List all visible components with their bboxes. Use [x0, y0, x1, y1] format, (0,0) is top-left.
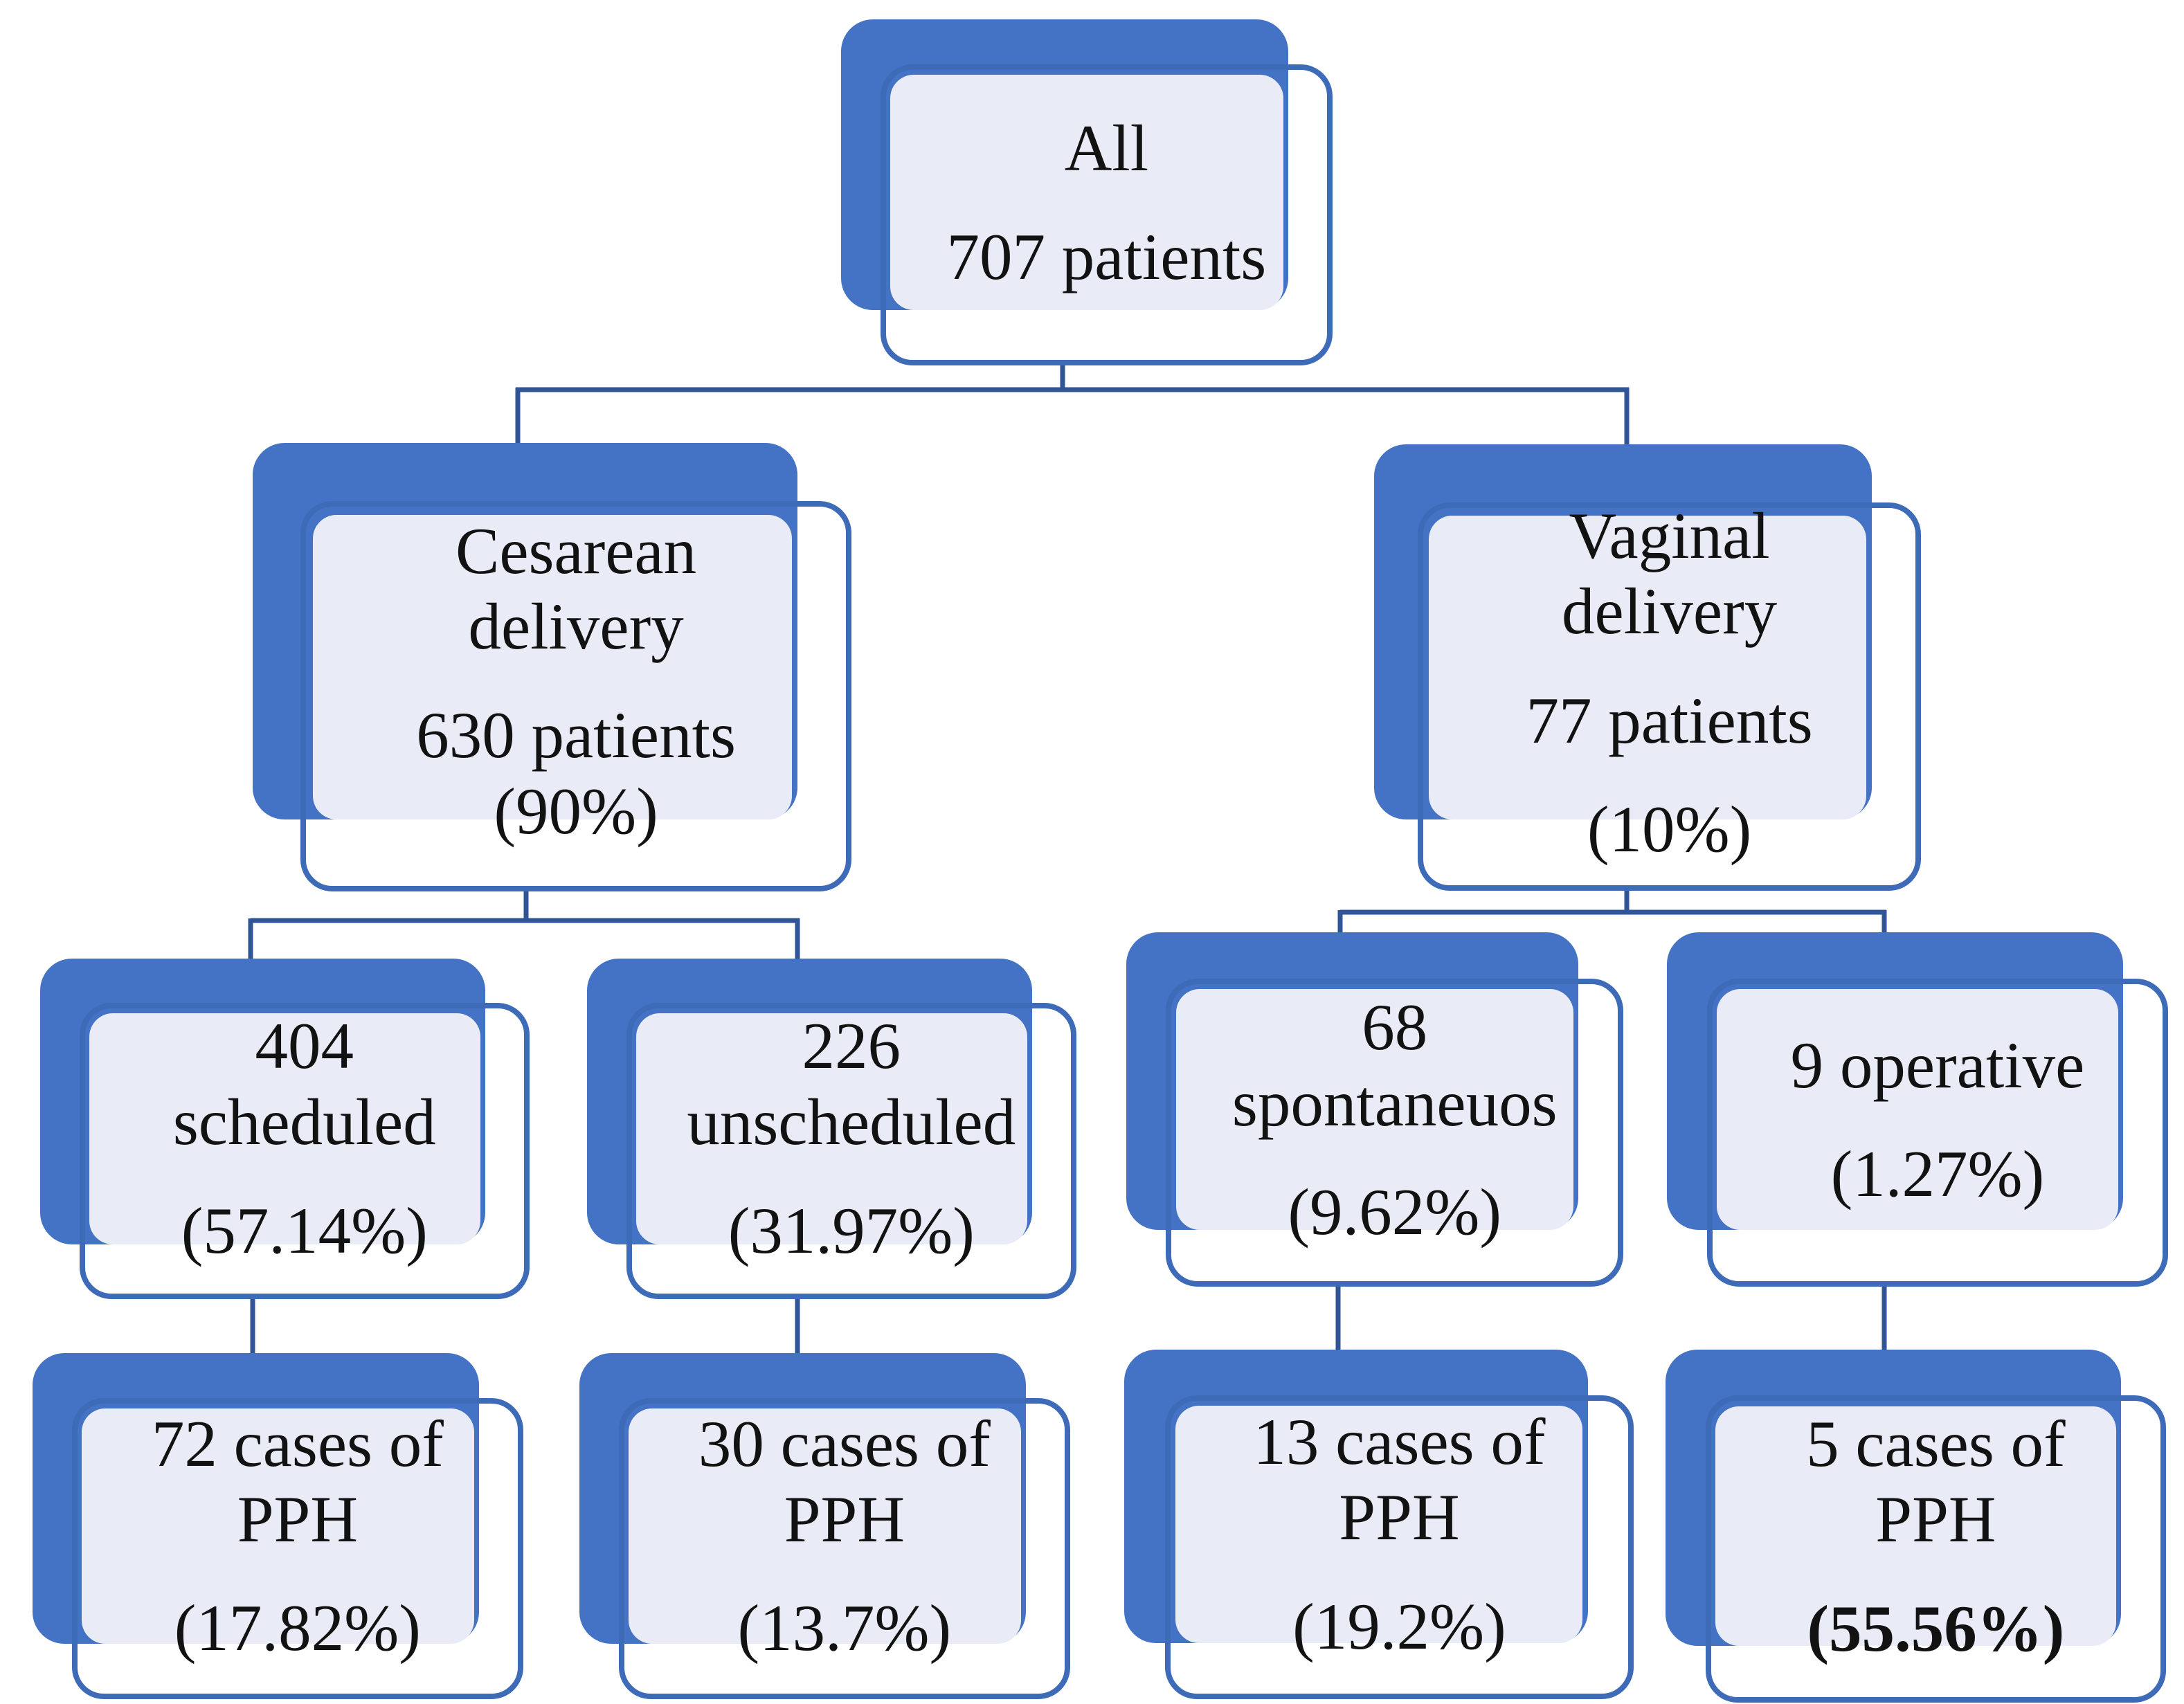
node-line: Cesarean delivery	[455, 514, 697, 664]
node-line: All	[1064, 111, 1149, 185]
node-line: 630 patients (90%)	[416, 698, 736, 848]
node-panel	[1717, 988, 2118, 1231]
node-frame	[626, 1002, 1076, 1299]
node-pph-spontaneous: 13 cases of PPH (19.2%)	[1124, 1350, 1634, 1699]
node-panel	[89, 1013, 481, 1245]
node-frame	[1166, 978, 1623, 1287]
node-vaginal-delivery: Vaginal delivery 77 patients (10%)	[1374, 444, 1921, 891]
node-line: 77 patients	[1526, 683, 1813, 757]
node-line: (17.82%)	[174, 1591, 421, 1665]
node-panel	[1175, 1405, 1583, 1644]
node-pph-unscheduled: 30 cases of PPH (13.7%)	[579, 1353, 1070, 1699]
node-frame	[1418, 502, 1921, 891]
node-line: (13.7%)	[737, 1591, 952, 1665]
node-frame	[618, 1398, 1070, 1699]
node-text: 9 operative (1.27%)	[1707, 979, 2168, 1287]
node-line: (9.62%)	[1288, 1175, 1502, 1249]
node-line: 72 cases of PPH	[151, 1406, 444, 1557]
node-frame	[1705, 1395, 2166, 1703]
node-line: (19.2%)	[1292, 1589, 1506, 1663]
node-scheduled-cesarean: 404 scheduled (57.14%)	[40, 959, 530, 1299]
node-pph-scheduled: 72 cases of PPH (17.82%)	[33, 1353, 523, 1699]
node-line: (10%)	[1587, 792, 1752, 866]
node-panel	[1715, 1406, 2116, 1647]
node-panel	[1175, 988, 1574, 1231]
node-line: 5 cases of PPH	[1806, 1407, 2066, 1557]
node-frame	[79, 1002, 530, 1299]
node-spontaneous-vaginal: 68 spontaneuos (9.62%)	[1126, 932, 1623, 1287]
node-frame	[880, 64, 1333, 365]
node-cesarean-delivery: Cesarean delivery 630 patients (90%)	[253, 443, 851, 891]
node-panel	[312, 514, 792, 820]
node-line: 30 cases of PPH	[698, 1406, 991, 1557]
node-line: (1.27%)	[1830, 1137, 2045, 1211]
node-line-bold: (55.56%)	[1807, 1591, 2065, 1665]
node-panel	[635, 1013, 1028, 1245]
node-line: Vaginal delivery	[1561, 499, 1778, 649]
node-line: (57.14%)	[181, 1193, 428, 1267]
node-text: 13 cases of PPH (19.2%)	[1165, 1395, 1634, 1699]
node-panel	[890, 75, 1283, 310]
node-frame	[1164, 1395, 1634, 1699]
node-line: 707 patients	[946, 219, 1267, 293]
node-line: 9 operative	[1790, 1028, 2085, 1102]
node-text: 72 cases of PPH (17.82%)	[72, 1398, 523, 1699]
node-operative-vaginal: 9 operative (1.27%)	[1667, 932, 2168, 1287]
node-line: 404 scheduled	[172, 1009, 436, 1159]
node-text: 226 unscheduled (31.97%)	[626, 1003, 1076, 1299]
node-all-patients: All 707 patients	[841, 19, 1333, 365]
node-text: All 707 patients	[881, 64, 1333, 365]
node-line: 226 unscheduled	[687, 1009, 1016, 1159]
node-panel	[1429, 516, 1866, 819]
node-text: 404 scheduled (57.14%)	[80, 1003, 530, 1299]
node-text: 30 cases of PPH (13.7%)	[619, 1398, 1070, 1699]
node-line: 68 spontaneuos	[1231, 990, 1558, 1140]
node-line: (31.97%)	[728, 1193, 975, 1267]
node-text: 68 spontaneuos (9.62%)	[1166, 979, 1623, 1287]
node-frame	[1706, 978, 2168, 1287]
node-pph-operative: 5 cases of PPH (55.56%)	[1666, 1350, 2166, 1703]
node-text: Vaginal delivery 77 patients (10%)	[1418, 499, 1921, 891]
node-panel	[81, 1408, 475, 1644]
node-text: Cesarean delivery 630 patients (90%)	[300, 501, 851, 891]
node-panel	[628, 1408, 1022, 1644]
node-text: 5 cases of PPH (55.56%)	[1706, 1395, 2166, 1703]
node-line: 13 cases of PPH	[1253, 1405, 1546, 1555]
node-frame	[71, 1398, 523, 1699]
node-frame	[300, 501, 851, 891]
node-unscheduled-cesarean: 226 unscheduled (31.97%)	[587, 959, 1076, 1299]
